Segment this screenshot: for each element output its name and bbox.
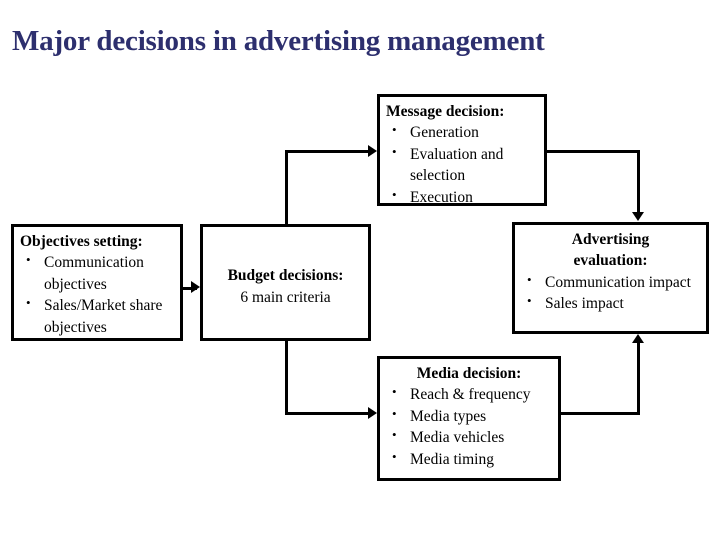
- connector-message-to-evaluation-horizontal: [545, 150, 640, 153]
- node-budget-decisions[interactable]: Budget decisions: 6 main criteria: [200, 224, 371, 341]
- list-item: Execution: [386, 185, 538, 208]
- node-message-decision[interactable]: Message decision: Generation Evaluation …: [377, 94, 547, 206]
- connector-media-to-evaluation-horizontal: [559, 412, 640, 415]
- connector-budget-to-media-vertical: [285, 340, 288, 415]
- connector-objectives-to-budget-line: [183, 287, 197, 290]
- connector-budget-to-media-arrowhead: [368, 407, 377, 419]
- list-item: Communication objectives: [20, 251, 174, 295]
- node-evaluation-heading-line1: Advertising: [571, 231, 650, 248]
- connector-objectives-to-budget-arrowhead: [191, 281, 200, 293]
- list-item: Media vehicles: [386, 426, 552, 448]
- connector-budget-to-media-horizontal: [285, 412, 373, 415]
- connector-message-to-evaluation-vertical: [637, 150, 640, 217]
- node-evaluation-heading-line2: evaluation:: [573, 252, 648, 270]
- node-message-heading: Message decision:: [386, 103, 505, 120]
- connector-budget-to-message-horizontal: [285, 150, 373, 153]
- list-item: Generation: [386, 121, 538, 143]
- connector-budget-to-message-vertical: [285, 150, 288, 225]
- list-item: Media types: [386, 405, 552, 427]
- node-objectives-heading: Objectives setting:: [20, 233, 143, 250]
- connector-message-to-evaluation-arrowhead: [632, 212, 644, 221]
- connector-media-to-evaluation-arrowhead: [632, 334, 644, 343]
- list-item: Reach & frequency: [386, 383, 552, 405]
- list-item: Evaluation and selection: [386, 143, 538, 187]
- node-message-bullet-list: Generation Evaluation and selection Exec…: [386, 121, 538, 208]
- connector-budget-to-message-arrowhead: [368, 145, 377, 157]
- connector-media-to-evaluation-vertical: [637, 340, 640, 415]
- node-media-decision[interactable]: Media decision: Reach & frequency Media …: [377, 356, 561, 481]
- node-evaluation-bullet-list: Communication impact Sales impact: [521, 271, 700, 315]
- list-item: Communication impact: [521, 271, 700, 293]
- node-advertising-evaluation[interactable]: Advertising evaluation: Communication im…: [512, 222, 709, 334]
- node-objectives-setting[interactable]: Objectives setting: Communication object…: [11, 224, 183, 341]
- node-budget-subtitle: 6 main criteria: [240, 288, 331, 306]
- list-item: Sales impact: [521, 292, 700, 314]
- node-objectives-bullet-list: Communication objectives Sales/Market sh…: [20, 251, 174, 338]
- page-title: Major decisions in advertising managemen…: [12, 25, 545, 57]
- node-media-bullet-list: Reach & frequency Media types Media vehi…: [386, 383, 552, 470]
- list-item: Sales/Market share objectives: [20, 294, 174, 338]
- node-budget-heading: Budget decisions:: [227, 267, 344, 285]
- list-item: Media timing: [386, 447, 552, 470]
- node-media-heading: Media decision:: [416, 365, 522, 382]
